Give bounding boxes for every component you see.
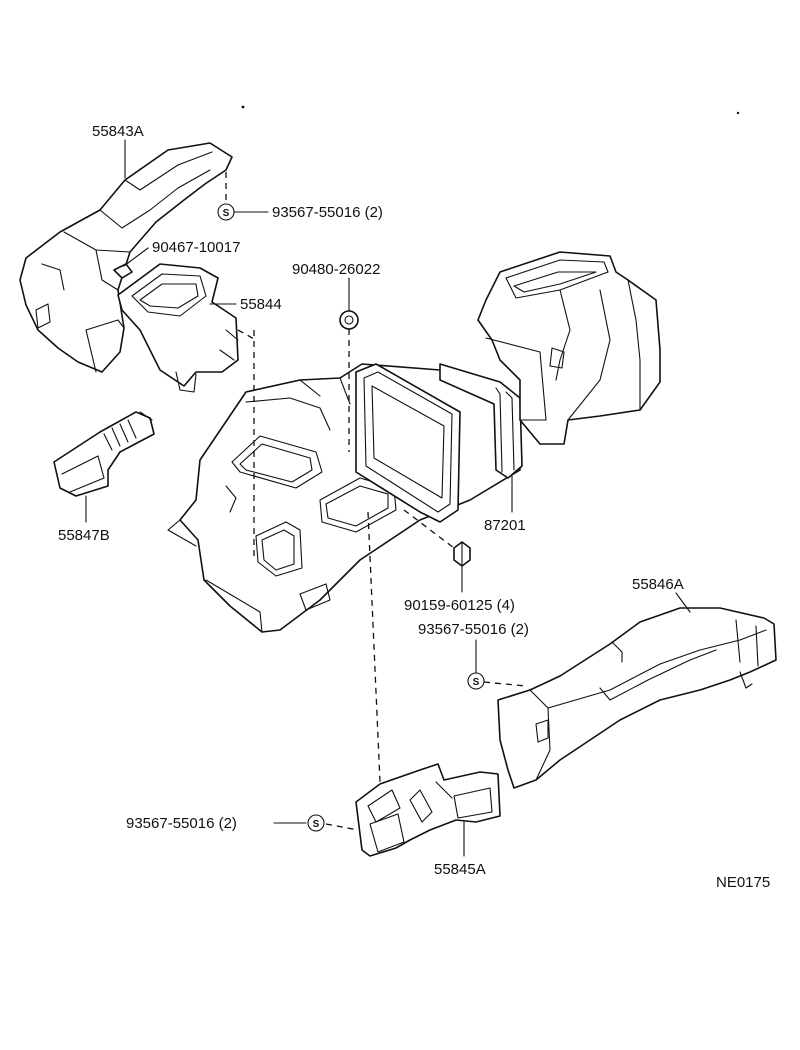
screw-symbol-text: S — [313, 819, 320, 830]
hose-part — [53, 411, 155, 497]
label-screw-top: 93567-55016 (2) — [272, 204, 383, 221]
label-bolt: 90159-60125 (4) — [404, 597, 515, 614]
left-air-duct — [19, 142, 233, 373]
screw-symbol-top: S — [217, 203, 235, 221]
dot-mark — [241, 105, 245, 109]
blower-duct — [477, 251, 661, 445]
screw-symbol-bottom: S — [307, 814, 325, 832]
label-55846A: 55846A — [632, 576, 684, 593]
label-screw-bottom: 93567-55016 (2) — [126, 815, 237, 832]
label-drawing-code: NE0175 — [716, 874, 770, 891]
label-55843A: 55843A — [92, 123, 144, 140]
label-87201: 87201 — [484, 517, 526, 534]
label-grommet: 90480-26022 — [292, 261, 380, 278]
bolt-part — [453, 541, 471, 567]
label-55845A: 55845A — [434, 861, 486, 878]
leader-right-duct — [675, 592, 691, 613]
clip-part — [113, 263, 133, 279]
label-clip: 90467-10017 — [152, 239, 240, 256]
bottom-duct — [355, 763, 501, 857]
heater-core-frame — [355, 363, 523, 523]
right-air-duct — [497, 607, 777, 789]
label-55844: 55844 — [240, 296, 282, 313]
label-55847B: 55847B — [58, 527, 110, 544]
screw-symbol-text: S — [473, 677, 480, 688]
leader-bottom-duct-screw — [325, 823, 359, 831]
label-screw-right: 93567-55016 (2) — [418, 621, 529, 638]
small-duct — [117, 263, 239, 393]
screw-symbol-right: S — [467, 672, 485, 690]
screw-symbol-text: S — [223, 208, 230, 219]
leader-bottom-duct-mount — [367, 511, 381, 783]
leader-clip — [123, 247, 149, 267]
guide-small-duct — [237, 329, 257, 341]
dot-mark — [736, 111, 740, 115]
heater-unit-case — [167, 363, 521, 633]
leader-right-duct-screw — [483, 681, 527, 687]
grommet-part — [339, 310, 359, 330]
